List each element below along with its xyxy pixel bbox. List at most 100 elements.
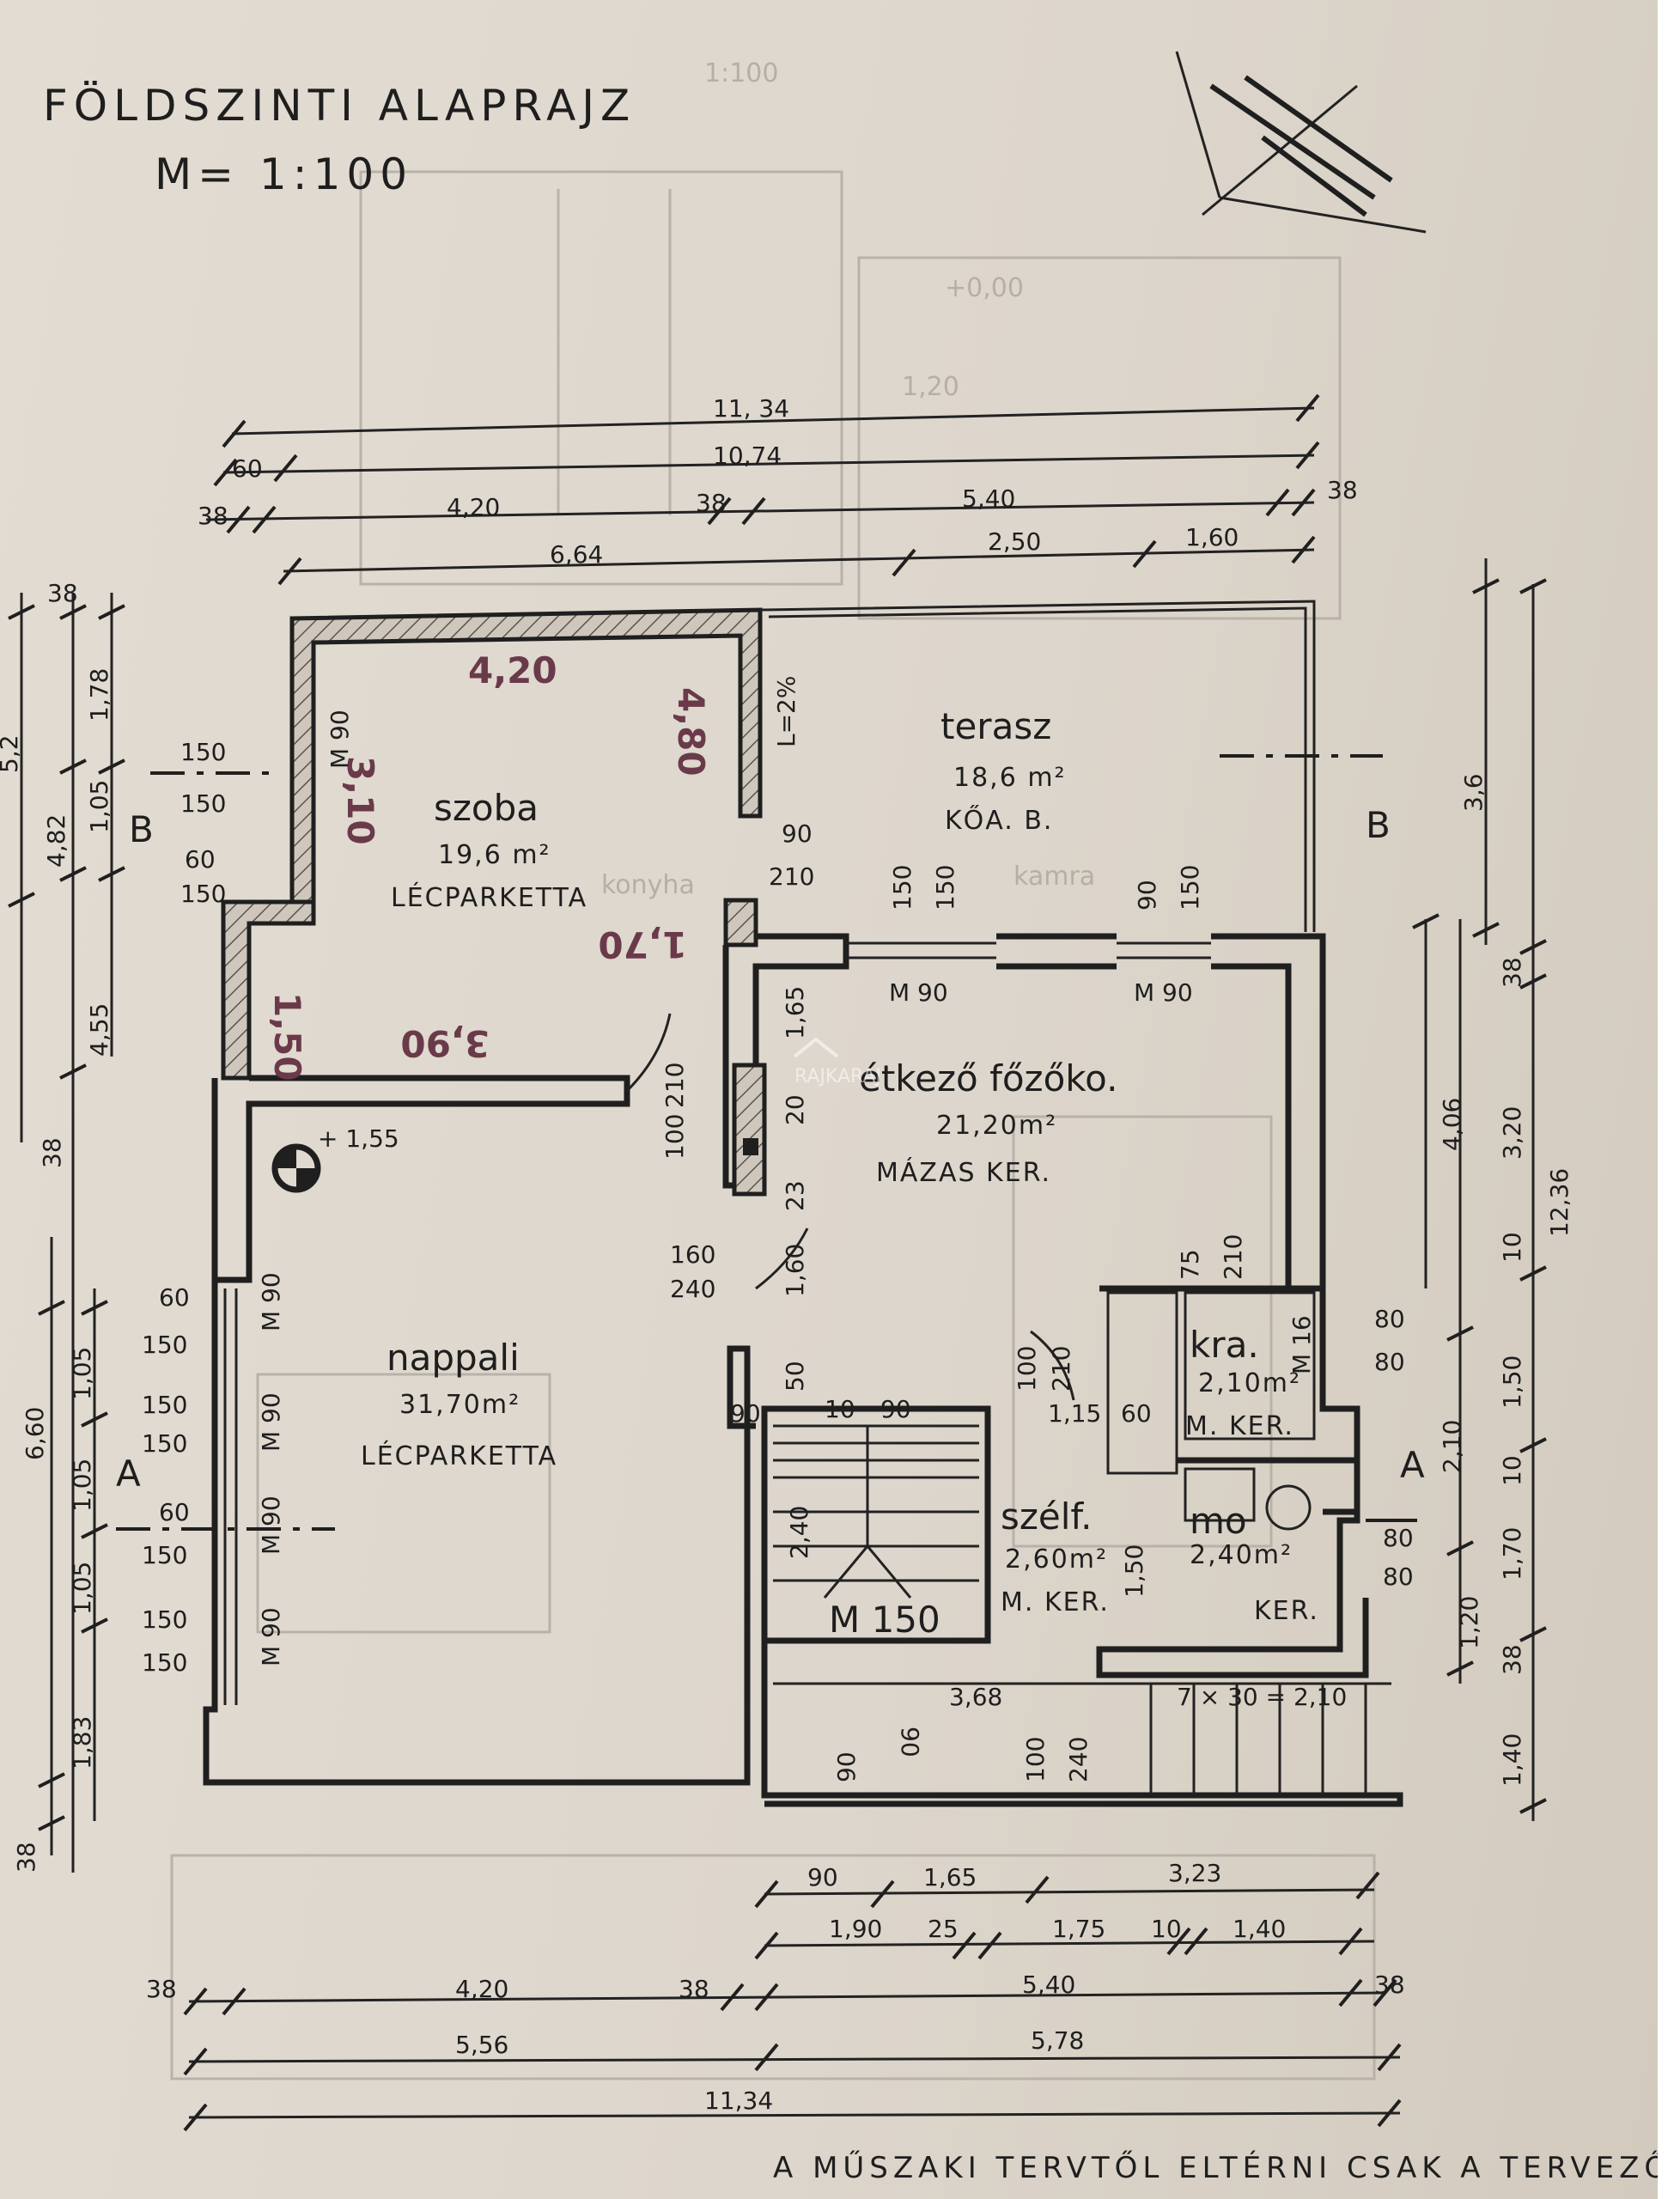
section-a-left: A (116, 1453, 141, 1495)
svg-text:1,65: 1,65 (781, 986, 809, 1039)
bottom-wall (761, 1641, 1403, 1807)
svg-text:M 90: M 90 (257, 1607, 285, 1666)
ghost-dim: 1,20 (902, 372, 959, 402)
handwritten-170: 1,70 (598, 923, 687, 965)
dim-top-inner: 10,74 (713, 442, 782, 470)
terasz-outline (759, 600, 1316, 932)
svg-text:80: 80 (1374, 1348, 1405, 1376)
svg-text:90: 90 (1133, 880, 1161, 911)
svg-text:M 90: M 90 (257, 1392, 285, 1452)
plan-scale: M= 1:100 (155, 149, 413, 199)
svg-text:90: 90 (782, 819, 813, 848)
szoba-side-wall (221, 899, 316, 1081)
handwritten-390: 3,90 (400, 1022, 490, 1064)
svg-text:90: 90 (730, 1399, 761, 1428)
room-area: 19,6 m² (438, 840, 551, 870)
svg-text:210: 210 (769, 862, 814, 891)
watermark-logo: RAJKARAJ (793, 1037, 881, 1087)
room-floor: MÁZAS KER. (876, 1157, 1051, 1188)
svg-text:150: 150 (142, 1429, 187, 1458)
dim-left-105a: 1,05 (85, 780, 113, 833)
room-floor: LÉCPARKETTA (391, 882, 587, 913)
room-terasz: terasz 18,6 m² KŐA. B. (940, 705, 1065, 836)
dim-top-664: 6,64 (550, 540, 603, 569)
dim-bottom-10: 10 (1151, 1915, 1182, 1943)
watermark-text: RAJKARAJ (794, 1066, 881, 1087)
svg-text:150: 150 (142, 1605, 187, 1634)
svg-text:60: 60 (1121, 1399, 1152, 1428)
dim-bottom-540: 5,40 (1022, 1971, 1075, 1999)
walls (203, 600, 1403, 1807)
dim-top-160: 1,60 (1185, 523, 1239, 551)
dim-left-178: 1,78 (85, 668, 113, 722)
room-name: kra. (1190, 1324, 1259, 1366)
dim-right-406: 4,06 (1438, 1098, 1466, 1151)
room-floor: KER. (1254, 1596, 1319, 1626)
svg-text:90: 90 (832, 1751, 861, 1782)
dim-right-38a: 38 (1498, 957, 1526, 988)
svg-text:150: 150 (180, 880, 226, 908)
dim-left-105c: 1,05 (68, 1459, 96, 1512)
door-arc-kamra (1030, 1330, 1075, 1401)
room-szoba: szoba 19,6 m² LÉCPARKETTA (391, 787, 587, 913)
svg-text:80: 80 (1374, 1305, 1405, 1333)
dim-right-1236: 12,36 (1545, 1168, 1573, 1237)
north-arrow-icon (1175, 51, 1427, 234)
dim-left-38: 38 (47, 579, 78, 607)
dim-bottom-25: 25 (928, 1915, 959, 1943)
dim-top-540: 5,40 (962, 484, 1015, 513)
svg-text:240: 240 (670, 1275, 715, 1303)
dim-bottom-38c: 38 (1374, 1971, 1405, 1999)
room-name: mo (1190, 1500, 1247, 1542)
room-name: terasz (940, 705, 1051, 747)
svg-text:100: 100 (1013, 1346, 1041, 1392)
svg-text:150: 150 (931, 865, 959, 911)
top-dimensions: 11, 34 10,74 60 4,20 38 5,40 38 38 6,64 … (198, 393, 1358, 586)
level-mark: + 1,55 (318, 1124, 399, 1153)
stair-steps (773, 1424, 979, 1582)
kamra-shelf (1106, 1291, 1178, 1475)
dim-bottom-38a: 38 (146, 1975, 177, 2003)
dim-bottom-578: 5,78 (1031, 2026, 1084, 2055)
svg-text:80: 80 (1383, 1562, 1414, 1591)
door-arc-hall (755, 1227, 809, 1290)
svg-text:M 90: M 90 (1134, 978, 1193, 1007)
dim-top-38c: 38 (1327, 476, 1358, 504)
room-floor: LÉCPARKETTA (361, 1441, 557, 1471)
ghost-scale: 1:100 (704, 58, 778, 88)
svg-text:60: 60 (185, 845, 216, 874)
chimney (732, 1063, 767, 1197)
handwritten-310: 3,10 (339, 756, 381, 845)
dim-bottom-38b: 38 (679, 1975, 709, 2003)
svg-text:M 16: M 16 (1287, 1315, 1316, 1374)
room-area: 31,70m² (399, 1390, 520, 1420)
dim-right-150: 1,50 (1498, 1355, 1526, 1409)
svg-text:150: 150 (180, 789, 226, 818)
left-dimensions: 38 1,78 1,05 4,82 5,2 4,55 38 1,05 6,60 … (0, 579, 125, 1873)
toilet-icon (1265, 1484, 1312, 1531)
room-mosdo: mo 2,40m² KER. (1190, 1500, 1319, 1626)
dim-right-10a: 10 (1498, 1232, 1526, 1263)
svg-text:80: 80 (1383, 1524, 1414, 1552)
svg-text:60: 60 (159, 1283, 190, 1312)
room-name: nappali (387, 1337, 520, 1379)
room-area: 2,60m² (1005, 1544, 1108, 1575)
dim-right-140: 1,40 (1498, 1733, 1526, 1787)
dim-bottom-190: 1,90 (829, 1915, 882, 1943)
kamra-wall (1099, 1285, 1360, 1515)
svg-text:210: 210 (1047, 1346, 1075, 1392)
dim-bottom-90: 90 (807, 1863, 838, 1891)
svg-text:1,50: 1,50 (1120, 1544, 1148, 1598)
dim-left-38b: 38 (38, 1137, 66, 1168)
svg-text:2,40: 2,40 (785, 1506, 813, 1559)
dim-right-320: 3,20 (1498, 1106, 1526, 1160)
dim-left-183: 1,83 (68, 1716, 96, 1770)
dim-top-38b: 38 (696, 489, 727, 517)
stair-label: M 150 (829, 1599, 940, 1641)
dim-bottom-556: 5,56 (455, 2031, 508, 2059)
room-area: 2,10m² (1198, 1368, 1301, 1398)
dim-top-38a: 38 (198, 502, 228, 530)
room-area: 21,20m² (936, 1111, 1057, 1141)
